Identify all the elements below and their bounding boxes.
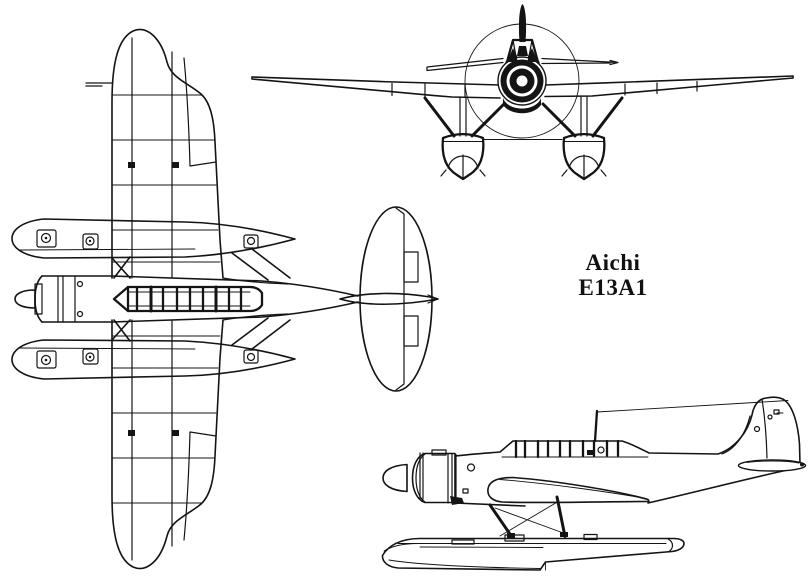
front-view-drawing xyxy=(251,4,794,181)
plan-view-drawing xyxy=(11,28,439,570)
aircraft-title: Aichi E13A1 xyxy=(558,250,668,300)
aircraft-title-line1: Aichi xyxy=(585,250,641,275)
side-view-drawing xyxy=(381,396,807,571)
aircraft-title-line2: E13A1 xyxy=(578,275,648,300)
